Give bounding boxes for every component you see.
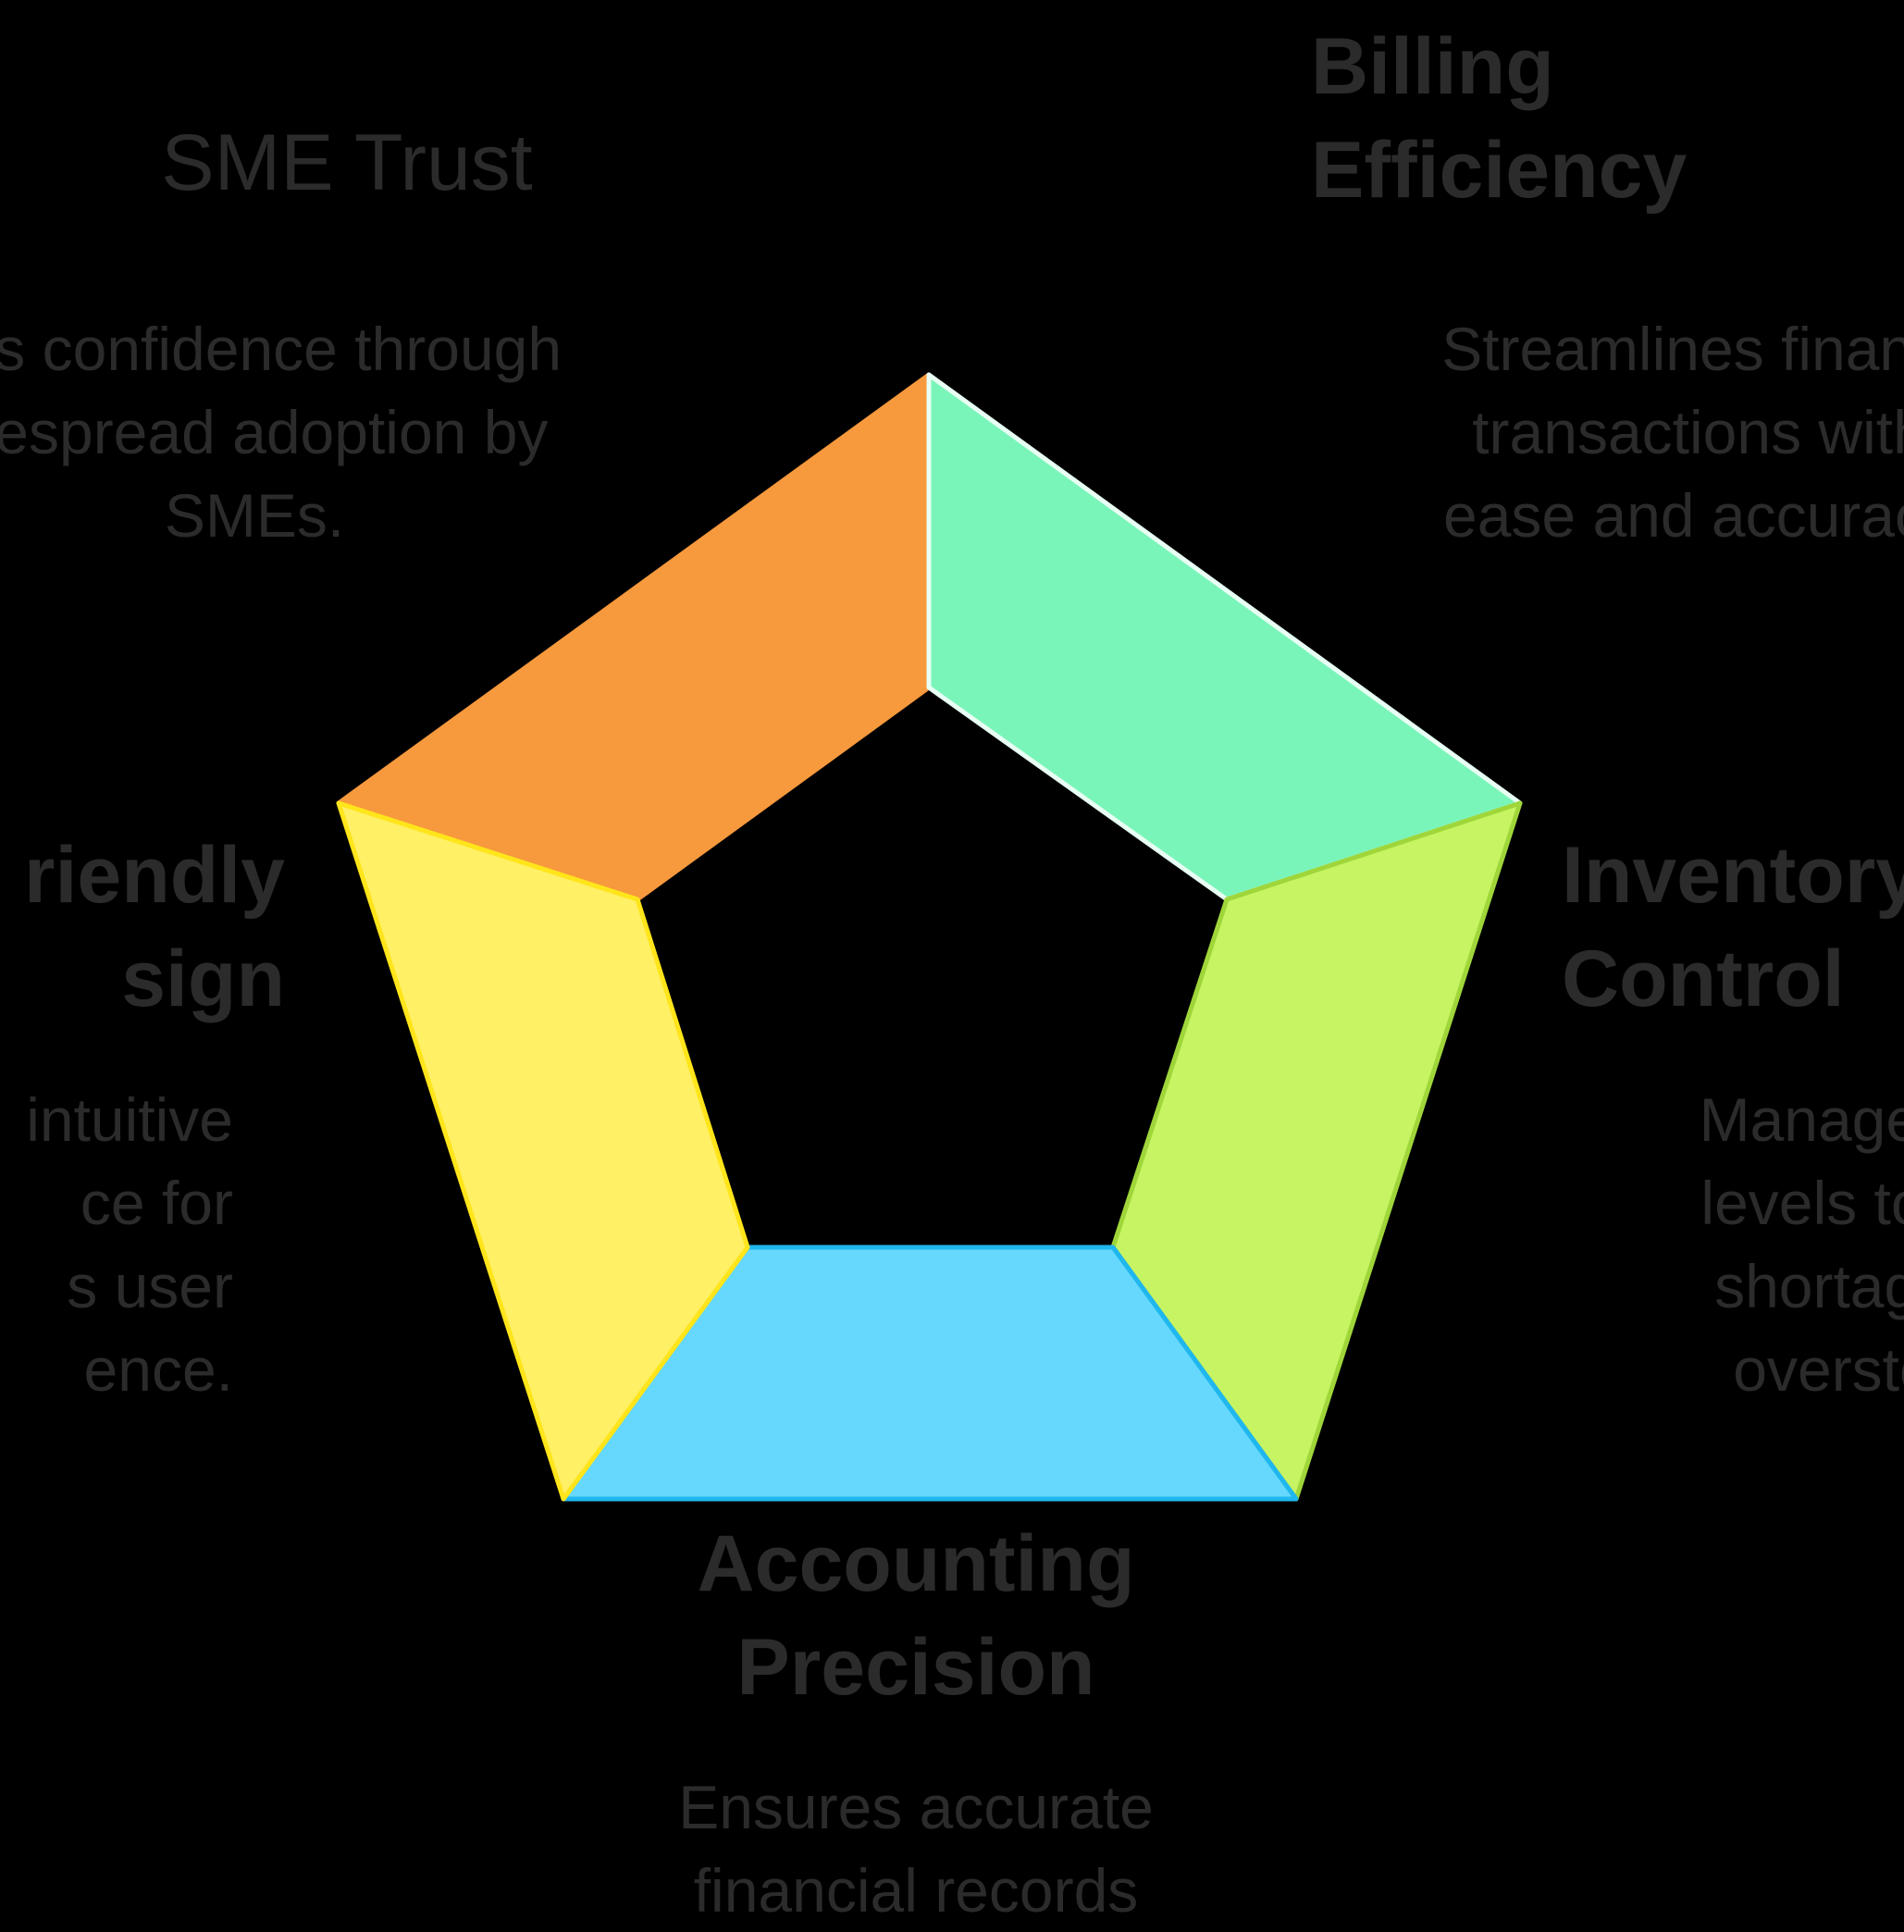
text-line: SME Trust (161, 118, 533, 207)
text-line: s user (67, 1252, 233, 1320)
text-line: Manages s (1699, 1085, 1904, 1154)
text-line: transactions with (1472, 398, 1904, 466)
text-line: Accounting (697, 1519, 1135, 1608)
title-user-friendly-design: riendly sign (24, 824, 285, 1031)
text-line: Efficiency (1311, 126, 1688, 215)
text-line: Billing (1311, 22, 1554, 111)
text-line: intuitive (26, 1085, 233, 1154)
text-line: SMEs. (164, 481, 345, 550)
text-line: riendly (24, 831, 285, 920)
text-line: sign (121, 935, 285, 1023)
text-line: Inventory (1562, 831, 1904, 920)
text-line: ease and accuracy (1442, 481, 1904, 550)
segment-user-friendly-design[interactable] (336, 800, 750, 1502)
text-line: Ensures accurate (678, 1773, 1154, 1841)
text-line: overstoc (1733, 1335, 1904, 1404)
desc-accounting-precision: Ensures accurate financial records (546, 1765, 1286, 1932)
text-line: Control (1562, 935, 1845, 1023)
text-line: financial records (693, 1856, 1139, 1925)
desc-user-friendly-design: intuitive ce for s user ence. (26, 1078, 233, 1411)
text-line: levels to pr (1700, 1169, 1904, 1237)
text-line: shortages (1714, 1252, 1904, 1320)
text-line: despread adoption by (0, 398, 549, 466)
text-line: Precision (736, 1623, 1095, 1712)
text-line: ence. (83, 1335, 233, 1404)
text-line: Streamlines financi (1441, 315, 1904, 383)
text-line: lds confidence through (0, 315, 563, 383)
title-sme-trust: SME Trust (0, 111, 694, 215)
desc-sme-trust: lds confidence through despread adoption … (0, 307, 694, 557)
desc-billing-efficiency: Streamlines financi transactions with ease… (1311, 307, 1904, 557)
text-line: ce for (80, 1169, 233, 1237)
desc-inventory-control: Manages s levels to pr shortages overstoc (1562, 1078, 1904, 1411)
